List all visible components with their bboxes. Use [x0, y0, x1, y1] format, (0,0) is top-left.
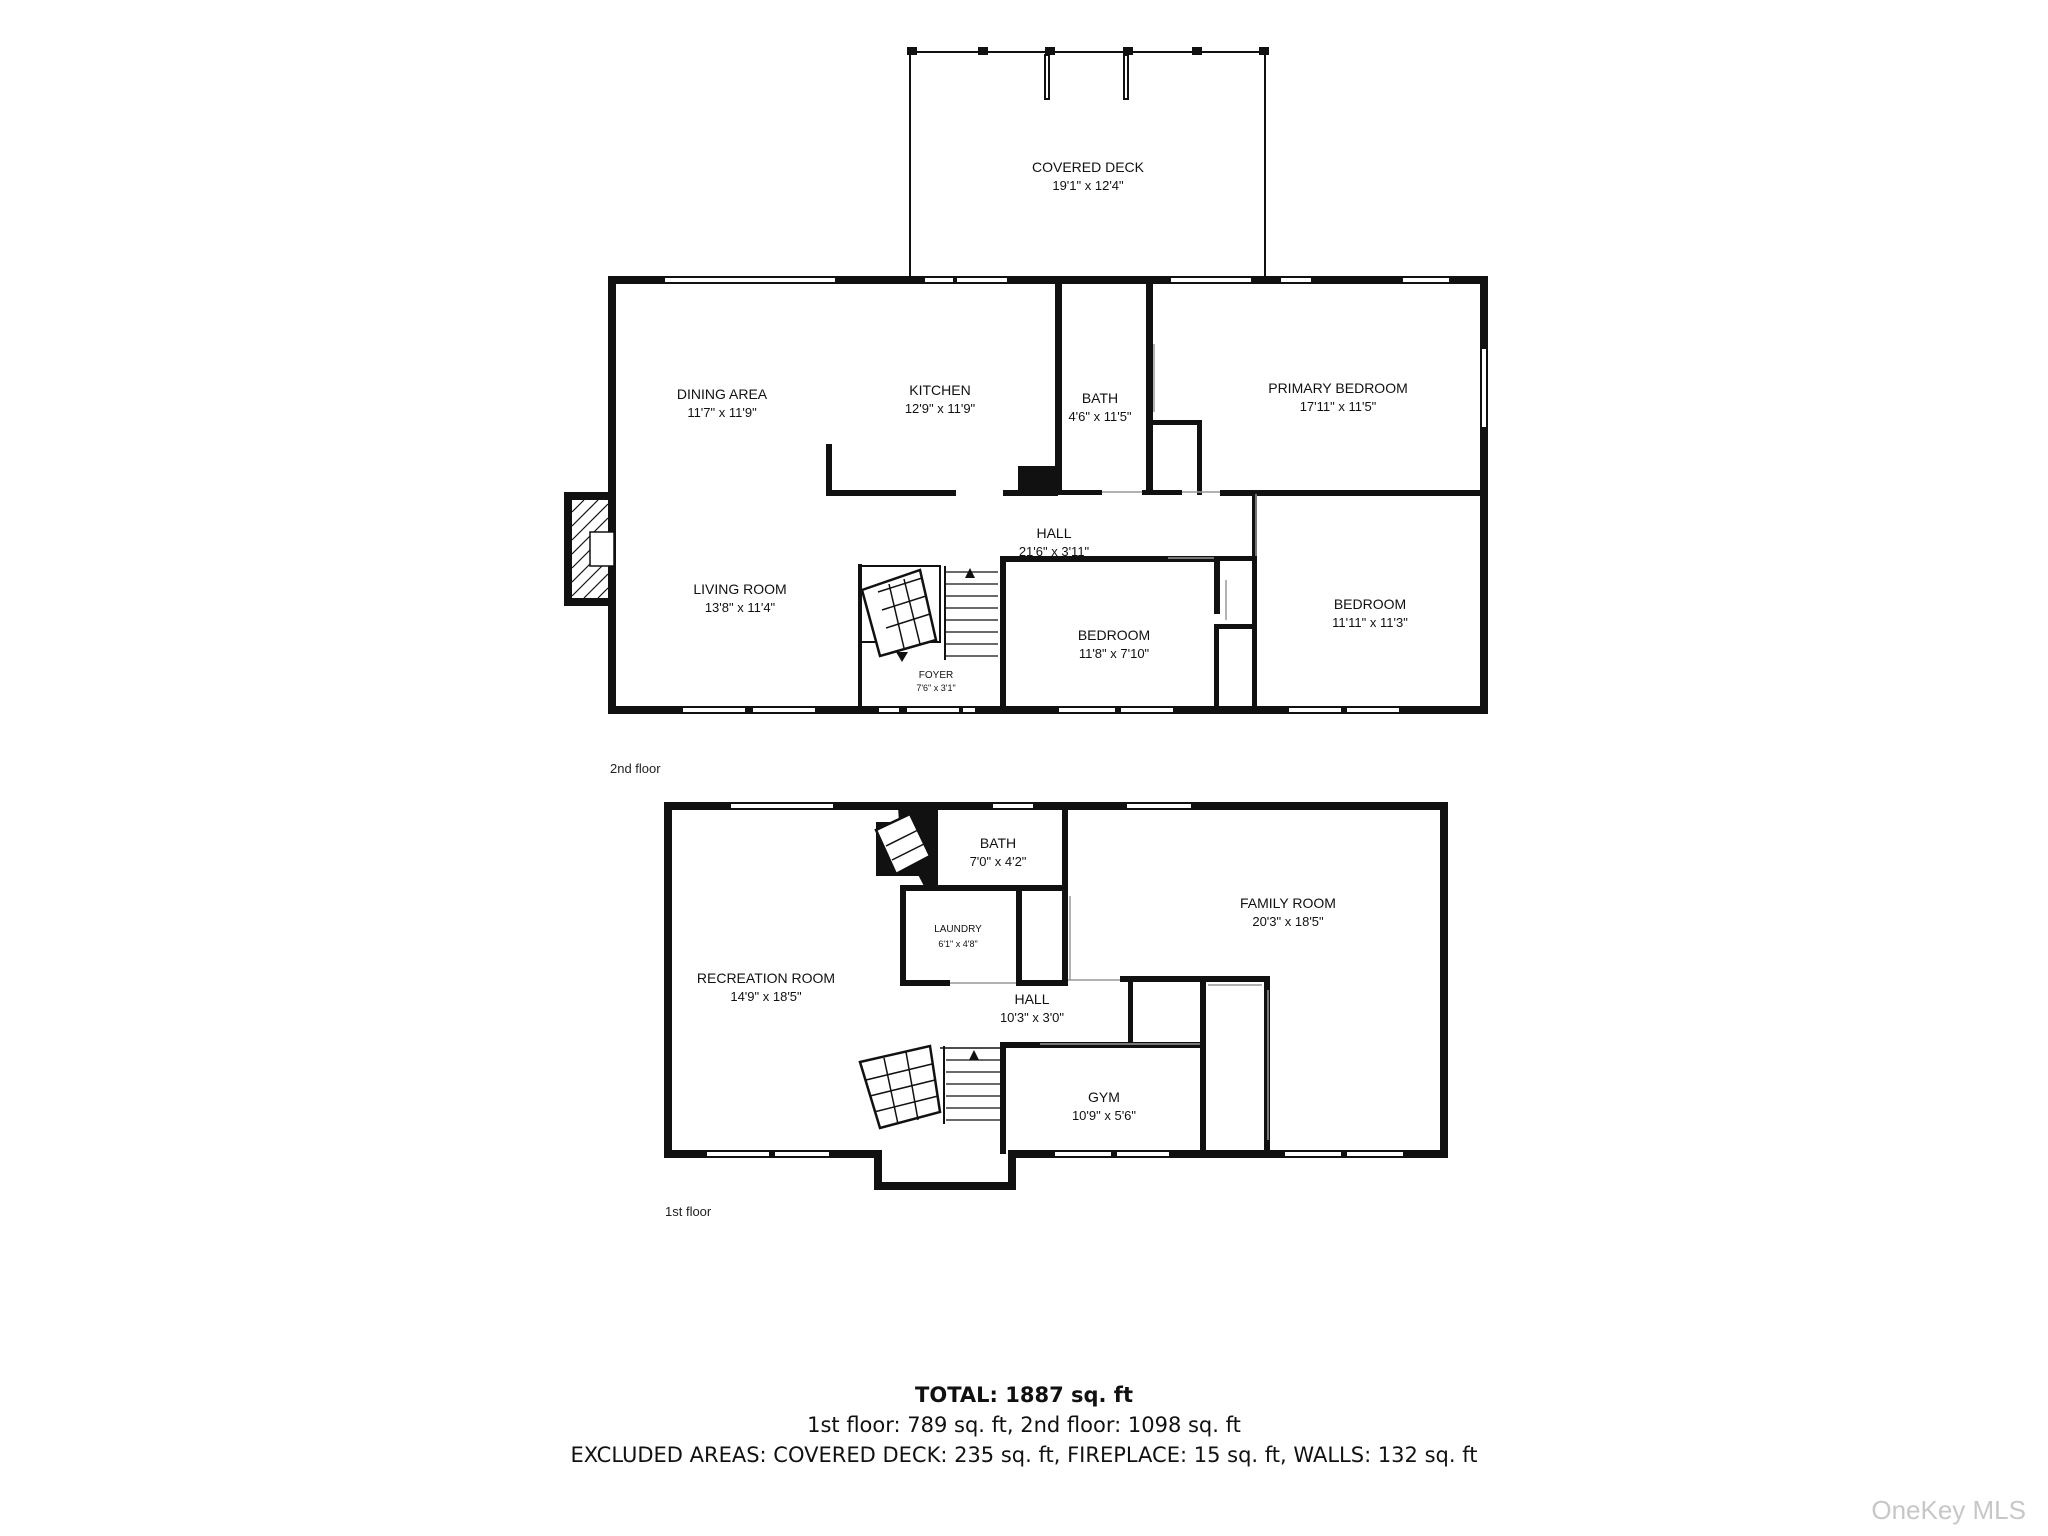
- svg-text:4'6" x 11'5": 4'6" x 11'5": [1068, 409, 1131, 424]
- room-hall-lower: HALL 10'3" x 3'0": [1000, 991, 1064, 1025]
- svg-text:14'9" x 18'5": 14'9" x 18'5": [730, 989, 802, 1004]
- covered-deck-outline: [907, 47, 1269, 280]
- svg-text:19'1" x 12'4": 19'1" x 12'4": [1052, 178, 1124, 193]
- room-gym: GYM 10'9" x 5'6": [1072, 1089, 1136, 1123]
- svg-text:10'9" x 5'6": 10'9" x 5'6": [1072, 1108, 1136, 1123]
- room-bedroom-right: BEDROOM 11'11" x 11'3": [1332, 596, 1408, 630]
- svg-text:GYM: GYM: [1088, 1089, 1120, 1105]
- room-dining-area: DINING AREA 11'7" x 11'9": [677, 386, 768, 420]
- svg-text:12'9" x 11'9": 12'9" x 11'9": [905, 401, 976, 416]
- svg-text:DINING AREA: DINING AREA: [677, 386, 768, 402]
- svg-text:21'6" x 3'11": 21'6" x 3'11": [1019, 544, 1090, 559]
- svg-text:6'1" x 4'8": 6'1" x 4'8": [938, 939, 977, 949]
- room-laundry: LAUNDRY 6'1" x 4'8": [934, 924, 982, 949]
- svg-text:HALL: HALL: [1036, 525, 1071, 541]
- room-bath-lower: BATH 7'0" x 4'2": [970, 835, 1027, 869]
- svg-text:BATH: BATH: [1082, 390, 1118, 406]
- watermark: OneKey MLS: [1871, 1495, 2026, 1525]
- room-kitchen: KITCHEN 12'9" x 11'9": [905, 382, 976, 416]
- svg-text:7'6" x 3'1": 7'6" x 3'1": [916, 683, 955, 693]
- fireplace: [564, 492, 615, 606]
- second-floor-doors: [1102, 344, 1257, 620]
- first-floor-exterior-walls: [664, 802, 1448, 1190]
- first-floor-doors: [950, 896, 1269, 1140]
- svg-text:10'3" x 3'0": 10'3" x 3'0": [1000, 1010, 1064, 1025]
- room-recreation-room: RECREATION ROOM 14'9" x 18'5": [697, 970, 835, 1004]
- svg-text:13'8" x 11'4": 13'8" x 11'4": [705, 600, 776, 615]
- svg-text:BATH: BATH: [980, 835, 1016, 851]
- svg-text:FOYER: FOYER: [919, 670, 953, 681]
- svg-text:LAUNDRY: LAUNDRY: [934, 924, 982, 935]
- first-floor-stairs: [858, 812, 1000, 1130]
- svg-text:HALL: HALL: [1014, 991, 1049, 1007]
- area-totals: TOTAL: 1887 sq. ft 1st floor: 789 sq. ft…: [0, 1380, 2048, 1470]
- svg-text:17'11" x 11'5": 17'11" x 11'5": [1300, 399, 1377, 414]
- svg-text:RECREATION ROOM: RECREATION ROOM: [697, 970, 835, 986]
- room-living-room: LIVING ROOM 13'8" x 11'4": [693, 581, 786, 615]
- second-floor-interior-walls: [826, 280, 1488, 714]
- svg-text:20'3" x 18'5": 20'3" x 18'5": [1252, 914, 1324, 929]
- first-floor-plan: RECREATION ROOM 14'9" x 18'5" BATH 7'0" …: [664, 802, 1448, 1219]
- room-bath-upper: BATH 4'6" x 11'5": [1068, 390, 1131, 424]
- svg-text:COVERED DECK: COVERED DECK: [1032, 159, 1145, 175]
- room-foyer: FOYER 7'6" x 3'1": [916, 670, 955, 693]
- svg-text:11'11" x 11'3": 11'11" x 11'3": [1332, 615, 1408, 630]
- floor-areas: 1st floor: 789 sq. ft, 2nd floor: 1098 s…: [807, 1413, 1241, 1437]
- room-bedroom-small: BEDROOM 11'8" x 7'10": [1078, 627, 1150, 661]
- second-floor-stairs: [859, 565, 998, 662]
- room-hall-upper: HALL 21'6" x 3'11": [1019, 525, 1090, 559]
- second-floor-label: 2nd floor: [610, 761, 661, 776]
- first-floor-interior-walls: [898, 806, 1270, 1158]
- room-family-room: FAMILY ROOM 20'3" x 18'5": [1240, 895, 1336, 929]
- room-covered-deck: COVERED DECK 19'1" x 12'4": [1032, 159, 1145, 193]
- svg-text:KITCHEN: KITCHEN: [909, 382, 970, 398]
- svg-text:FAMILY ROOM: FAMILY ROOM: [1240, 895, 1336, 911]
- svg-text:PRIMARY BEDROOM: PRIMARY BEDROOM: [1268, 380, 1408, 396]
- svg-text:11'8" x 7'10": 11'8" x 7'10": [1079, 646, 1150, 661]
- second-floor-plan: COVERED DECK 19'1" x 12'4" DINING AREA 1…: [564, 47, 1488, 776]
- excluded-areas: EXCLUDED AREAS: COVERED DECK: 235 sq. ft…: [570, 1443, 1478, 1467]
- room-primary-bedroom: PRIMARY BEDROOM 17'11" x 11'5": [1268, 380, 1408, 414]
- first-floor-label: 1st floor: [665, 1204, 712, 1219]
- svg-text:11'7" x 11'9": 11'7" x 11'9": [687, 405, 757, 420]
- total-area: TOTAL: 1887 sq. ft: [915, 1383, 1133, 1407]
- svg-text:BEDROOM: BEDROOM: [1078, 627, 1150, 643]
- svg-text:BEDROOM: BEDROOM: [1334, 596, 1406, 612]
- svg-text:7'0" x 4'2": 7'0" x 4'2": [970, 854, 1027, 869]
- svg-text:LIVING ROOM: LIVING ROOM: [693, 581, 786, 597]
